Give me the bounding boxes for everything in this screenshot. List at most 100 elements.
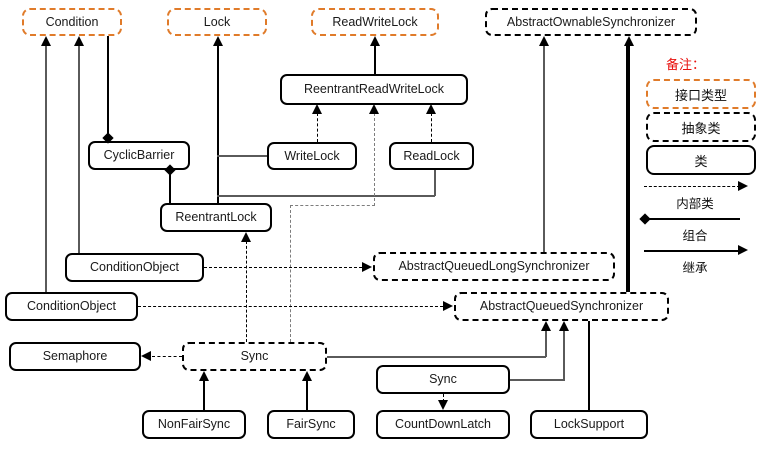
node-sync-reentrantlock[interactable]: Sync [182,342,327,371]
node-label: Condition [45,14,99,29]
arrowhead-right [443,301,453,311]
node-lock[interactable]: Lock [167,8,267,36]
edge-readlock-lock [217,195,435,197]
node-count-down-latch[interactable]: CountDownLatch [376,410,510,439]
edge-conditionobject2-aqs-innerclass [138,306,443,307]
legend-shape-label: 接口类型 [674,88,727,104]
node-label: LockSupport [553,417,625,432]
node-label: NonFairSync [157,417,231,432]
node-label: Sync [429,372,457,387]
node-label: AbstractOwnableSynchronizer [506,14,676,29]
legend-shape-class: 类 [646,145,756,175]
edge-reentrantlock-lock [217,44,219,203]
edge-sync-rrwl-innerclass-v2 [374,113,375,206]
legend-line-label-composition: 组合 [682,228,708,243]
edge-rrwl-readwritelock [374,44,376,74]
node-label: ReentrantLock [175,210,257,225]
composition-diamond [639,213,651,225]
node-label: ConditionObject [90,260,179,275]
edge-sync1-aqs-h [327,356,546,358]
edge-aqs-locksupport [588,321,590,410]
node-non-fair-sync[interactable]: NonFairSync [142,410,246,439]
node-label: ReadLock [403,148,460,163]
node-abstract-queued-synchronizer[interactable]: AbstractQueuedSynchronizer [454,292,669,321]
legend-line-label-inner-class: 内部类 [676,196,714,211]
legend-left-border [626,46,628,303]
node-label: FairSync [286,417,336,432]
node-label: ReadWriteLock [332,14,418,29]
node-abstract-ownable-synchronizer[interactable]: AbstractOwnableSynchronizer [485,8,697,36]
node-label: AbstractQueuedLongSynchronizer [398,259,590,274]
arrowhead-up [370,36,380,46]
legend-line-inheritance [644,250,740,252]
node-label: CyclicBarrier [103,148,175,163]
node-condition[interactable]: Condition [22,8,122,36]
edge-sync-rrwl-innerclass-v1 [290,205,291,342]
legend-line-inner-class [644,186,740,187]
node-label: Semaphore [42,349,108,364]
arrowhead-up [369,104,379,114]
node-fair-sync[interactable]: FairSync [267,410,355,439]
node-label: CountDownLatch [395,417,491,432]
edge-conditionobject1-condition [78,44,80,253]
edge-readlock-rrwl-innerclass [431,113,432,142]
edge-condition-cyclicbarrier [107,36,109,141]
edge-sync2-aqs-h [510,379,565,381]
edge-fairsync-sync1 [306,380,308,410]
arrowhead-up [559,321,569,331]
legend-line-composition [644,218,740,220]
node-condition-object-2[interactable]: ConditionObject [5,292,138,321]
arrowhead-up [426,104,436,114]
edge-sync2-aqs-v [563,330,565,380]
node-sync-countdownlatch[interactable]: Sync [376,365,510,394]
edge-sync-reentrantlock-innerclass [246,241,247,342]
node-semaphore[interactable]: Semaphore [9,342,141,371]
node-readwritelock[interactable]: ReadWriteLock [311,8,439,36]
arrowhead-up [213,36,223,46]
edge-writelock-rrwl-innerclass [317,113,318,142]
arrowhead-up [541,321,551,331]
node-label: ReentrantReadWriteLock [303,82,445,97]
edge-aqs-aos [628,44,630,292]
arrowhead-up [41,36,51,46]
legend-shape-label: 类 [694,154,708,170]
node-read-lock[interactable]: ReadLock [389,142,474,170]
edge-nonfairsync-sync1 [203,380,205,410]
edge-sync1-aqs-v [545,330,547,357]
node-abstract-queued-long-synchronizer[interactable]: AbstractQueuedLongSynchronizer [373,252,615,281]
arrowhead-up [241,232,251,242]
node-reentrant-read-write-lock[interactable]: ReentrantReadWriteLock [280,74,468,105]
edge-conditionobject2-condition [45,44,47,292]
legend-line-label-inheritance: 继承 [682,260,708,275]
node-label: WriteLock [284,148,340,163]
node-write-lock[interactable]: WriteLock [267,142,357,170]
edge-sync2-countdownlatch-innerclass [443,394,444,402]
edge-writelock-lock [217,155,267,157]
node-cyclic-barrier[interactable]: CyclicBarrier [88,141,190,170]
edge-readlock-drop [434,170,436,196]
legend-shape-label: 抽象类 [681,121,721,137]
arrowhead-up [539,36,549,46]
arrowhead-down [438,400,448,410]
node-label: Lock [203,14,231,29]
edge-conditionobject1-aqls-innerclass [204,267,362,268]
arrowhead-up [199,371,209,381]
arrowhead-up [302,371,312,381]
legend-title: 备注： [666,58,706,73]
node-label: Sync [240,349,269,364]
arrowhead-up [312,104,322,114]
arrowhead-right [738,245,748,255]
node-lock-support[interactable]: LockSupport [530,410,648,439]
arrowhead-right [362,262,372,272]
edge-sync-rrwl-innerclass-h [290,205,375,206]
node-reentrant-lock[interactable]: ReentrantLock [160,203,272,232]
legend-shape-interface: 接口类型 [646,79,756,109]
legend-panel: 备注： 接口类型 抽象类 类 内部类 组合 继承 [626,46,764,303]
legend-shape-abstract: 抽象类 [646,112,756,142]
arrowhead-left [141,351,151,361]
edge-cyclicbarrier-reentrantlock [169,170,171,203]
node-condition-object-1[interactable]: ConditionObject [65,253,204,282]
arrowhead-right [738,181,748,191]
arrowhead-up [624,36,634,46]
